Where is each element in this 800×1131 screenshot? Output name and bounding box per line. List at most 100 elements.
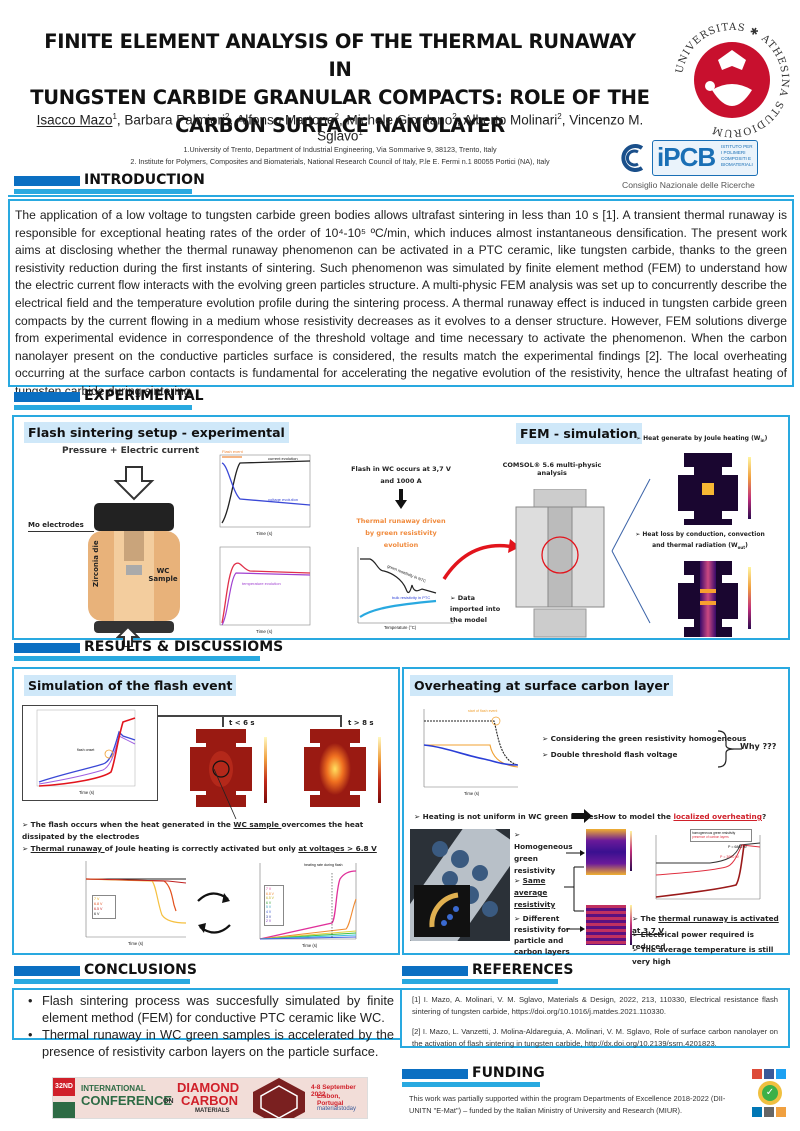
heading-label: CONCLUSIONS: [84, 962, 197, 978]
colorbar: [630, 831, 632, 871]
colorbar: [264, 737, 267, 803]
conference-carbon: CARBON: [181, 1093, 239, 1108]
edition-badge: 32ND: [53, 1078, 75, 1096]
aff-mark: 2: [557, 112, 562, 121]
modeling-question: How to model the localized overheating?: [598, 812, 767, 821]
affiliation-2: 2. Institute for Polymers, Composites an…: [130, 157, 550, 166]
author-list: Isacco Mazo1, Barbara Palmieri2, Alfonso…: [36, 112, 644, 144]
funding-text: This work was partially supported within…: [409, 1094, 726, 1115]
author-name: Alfonso Martone: [236, 112, 335, 128]
resistivity-time-plot: 7 V 6.8 V 6.5 V 6 V Time (s): [72, 859, 188, 951]
comsol-label: COMSOL® 5.6 multi-physic analysis: [502, 461, 602, 477]
heat-map-early: [190, 729, 252, 807]
heading-underline: [402, 979, 558, 984]
carbon-subheading: Overheating at surface carbon layer: [410, 675, 673, 696]
flash-bullet-2: ➢ Thermal runaway of Joule heating is co…: [22, 844, 377, 853]
author-name[interactable]: Isacco Mazo: [36, 112, 113, 128]
heading-bar: [402, 966, 468, 976]
brace-icon: [717, 730, 742, 768]
conference-diamond: DIAMOND: [177, 1080, 240, 1095]
threshold-voltage-plot: start of flash event Time (s): [414, 705, 534, 805]
setup-illustration: [88, 466, 180, 633]
layered-heat-map: [586, 905, 626, 945]
connector-line: [222, 715, 224, 727]
flash-condition-text: Flash in WC occurs at 3,7 V and 1000 A: [351, 465, 451, 485]
conclusion-bullet-3: ➢ The average temperature is still very …: [632, 945, 774, 966]
conference-line-2: CONFERENCE: [81, 1093, 173, 1108]
carbon-bullet-1: ➢ Considering the green resistivity homo…: [542, 734, 747, 743]
carbon-bullet-2: ➢ Double threshold flash voltage: [542, 750, 678, 759]
results-heading: RESULTS & DISCUSSIOMS: [14, 639, 284, 663]
instagram-icon[interactable]: [764, 1107, 774, 1117]
bracket-icon: [564, 866, 584, 912]
ipcb-wordmark: iPCB: [657, 142, 716, 172]
conference-place: Lisbon, Portugal: [317, 1093, 344, 1107]
affiliation-1: 1.University of Trento, Department of In…: [183, 145, 497, 154]
conference-line-1: INTERNATIONAL: [81, 1084, 146, 1093]
setup-subheading: Flash sintering setup - experimental: [24, 422, 289, 443]
cnr-icon: [621, 144, 644, 172]
flash-start-annotation: start of flash event: [468, 709, 498, 713]
power-temp-plot: flash onset Time (s): [22, 705, 158, 801]
x-axis-label: Time (s): [128, 941, 144, 946]
carbon-power-plot: homogeneous green resistivity presence o…: [640, 829, 780, 909]
ok-to-share-badge: ✓: [758, 1081, 782, 1105]
arrow-down-icon: [113, 466, 155, 501]
conclusion-bullet-1: ➢ The thermal runaway is activated at 3,…: [632, 914, 779, 935]
connector-line: [158, 715, 342, 717]
rss-icon[interactable]: [776, 1107, 786, 1117]
arrow-right-icon: [566, 850, 585, 856]
checkmark-icon: ✓: [762, 1085, 778, 1101]
homogeneous-label: ➢ Homogeneous green resistivity: [514, 830, 573, 875]
carbon-layer-box: Overheating at surface carbon layer star…: [402, 667, 790, 966]
intro-heading: INTRODUCTION: [14, 172, 214, 196]
conclusion-bullet-2: ➢ Electrical power required is reduced: [632, 930, 754, 951]
author-name: Vincenzo M. Sglavo: [317, 112, 644, 144]
reference-item: [2] I. Mazo, L. Vanzetti, J. Molina-Alda…: [412, 1027, 778, 1048]
author-name: Alberto Molinari: [463, 112, 558, 128]
facebook-icon[interactable]: [764, 1069, 774, 1079]
conference-banner: 32ND INTERNATIONAL CONFERENCE ON DIAMOND…: [52, 1077, 368, 1119]
leader-line: [28, 531, 94, 532]
references-box: [1] I. Mazo, A. Molinari, V. M. Sglavo, …: [400, 988, 790, 1048]
heading-underline: [14, 189, 192, 194]
cycle-arrows-icon: [197, 892, 231, 934]
linkedin-icon[interactable]: [752, 1107, 762, 1117]
colorbar: [630, 905, 632, 945]
heading-bar: [14, 966, 80, 976]
legend: homogeneous green resistivity presence o…: [690, 829, 752, 842]
temperature-time-plot: heating rate during flash 7 V 6.8 V 6.5 …: [246, 859, 370, 953]
heading-underline: [14, 979, 190, 984]
split-arrows-icon: [611, 478, 651, 624]
temperature-label: temperature evolution: [242, 581, 281, 586]
different-label: ➢ Different resistivity for particle and…: [514, 914, 570, 956]
time-label-early: t < 6 s: [229, 719, 255, 727]
aff-mark: 2: [334, 112, 339, 121]
heading-label: INTRODUCTION: [84, 172, 205, 188]
conference-dates: 4-8 September 2022: [311, 1084, 356, 1098]
runaway-text: Thermal runaway driven by green resistiv…: [356, 517, 446, 549]
resistivity-plot: green resistivity in NTC bulk resistivit…: [352, 545, 456, 633]
affiliations: 1.University of Trento, Department of In…: [120, 144, 560, 168]
experimental-heading: EXPERIMENTAL: [14, 388, 214, 412]
heating-rate-annotation: heating rate during flash: [304, 863, 343, 867]
current-label: current evolution: [268, 456, 298, 461]
flash-subheading: Simulation of the flash event: [24, 675, 237, 696]
sponsor-logo: materialstoday: [317, 1106, 357, 1112]
current-voltage-plot: Flash event current evolution voltage ev…: [206, 449, 322, 541]
twitter-icon[interactable]: [776, 1069, 786, 1079]
die-label: Zirconia die: [92, 540, 100, 587]
google-plus-icon[interactable]: [752, 1069, 762, 1079]
reference-item: [1] I. Mazo, A. Molinari, V. M. Sglavo, …: [412, 995, 778, 1016]
homogeneous-heat-map: [586, 829, 626, 875]
heading-bar: [14, 176, 80, 186]
fem-mesh-illustration: [515, 489, 605, 638]
intro-rule: [8, 195, 794, 197]
conclusion-item: •Flash sintering process was succesfully…: [28, 993, 394, 1025]
hexagon-logo-icon: [253, 1078, 305, 1118]
conclusions-heading: CONCLUSIONS: [14, 962, 214, 986]
aff-mark: 2: [452, 112, 457, 121]
share-widget: ✓: [750, 1067, 792, 1117]
heat-loss-text: ➢ Heat loss by conduction, convection an…: [635, 531, 765, 551]
flash-bullet-1: ➢ The flash occurs when the heat generat…: [22, 820, 364, 841]
